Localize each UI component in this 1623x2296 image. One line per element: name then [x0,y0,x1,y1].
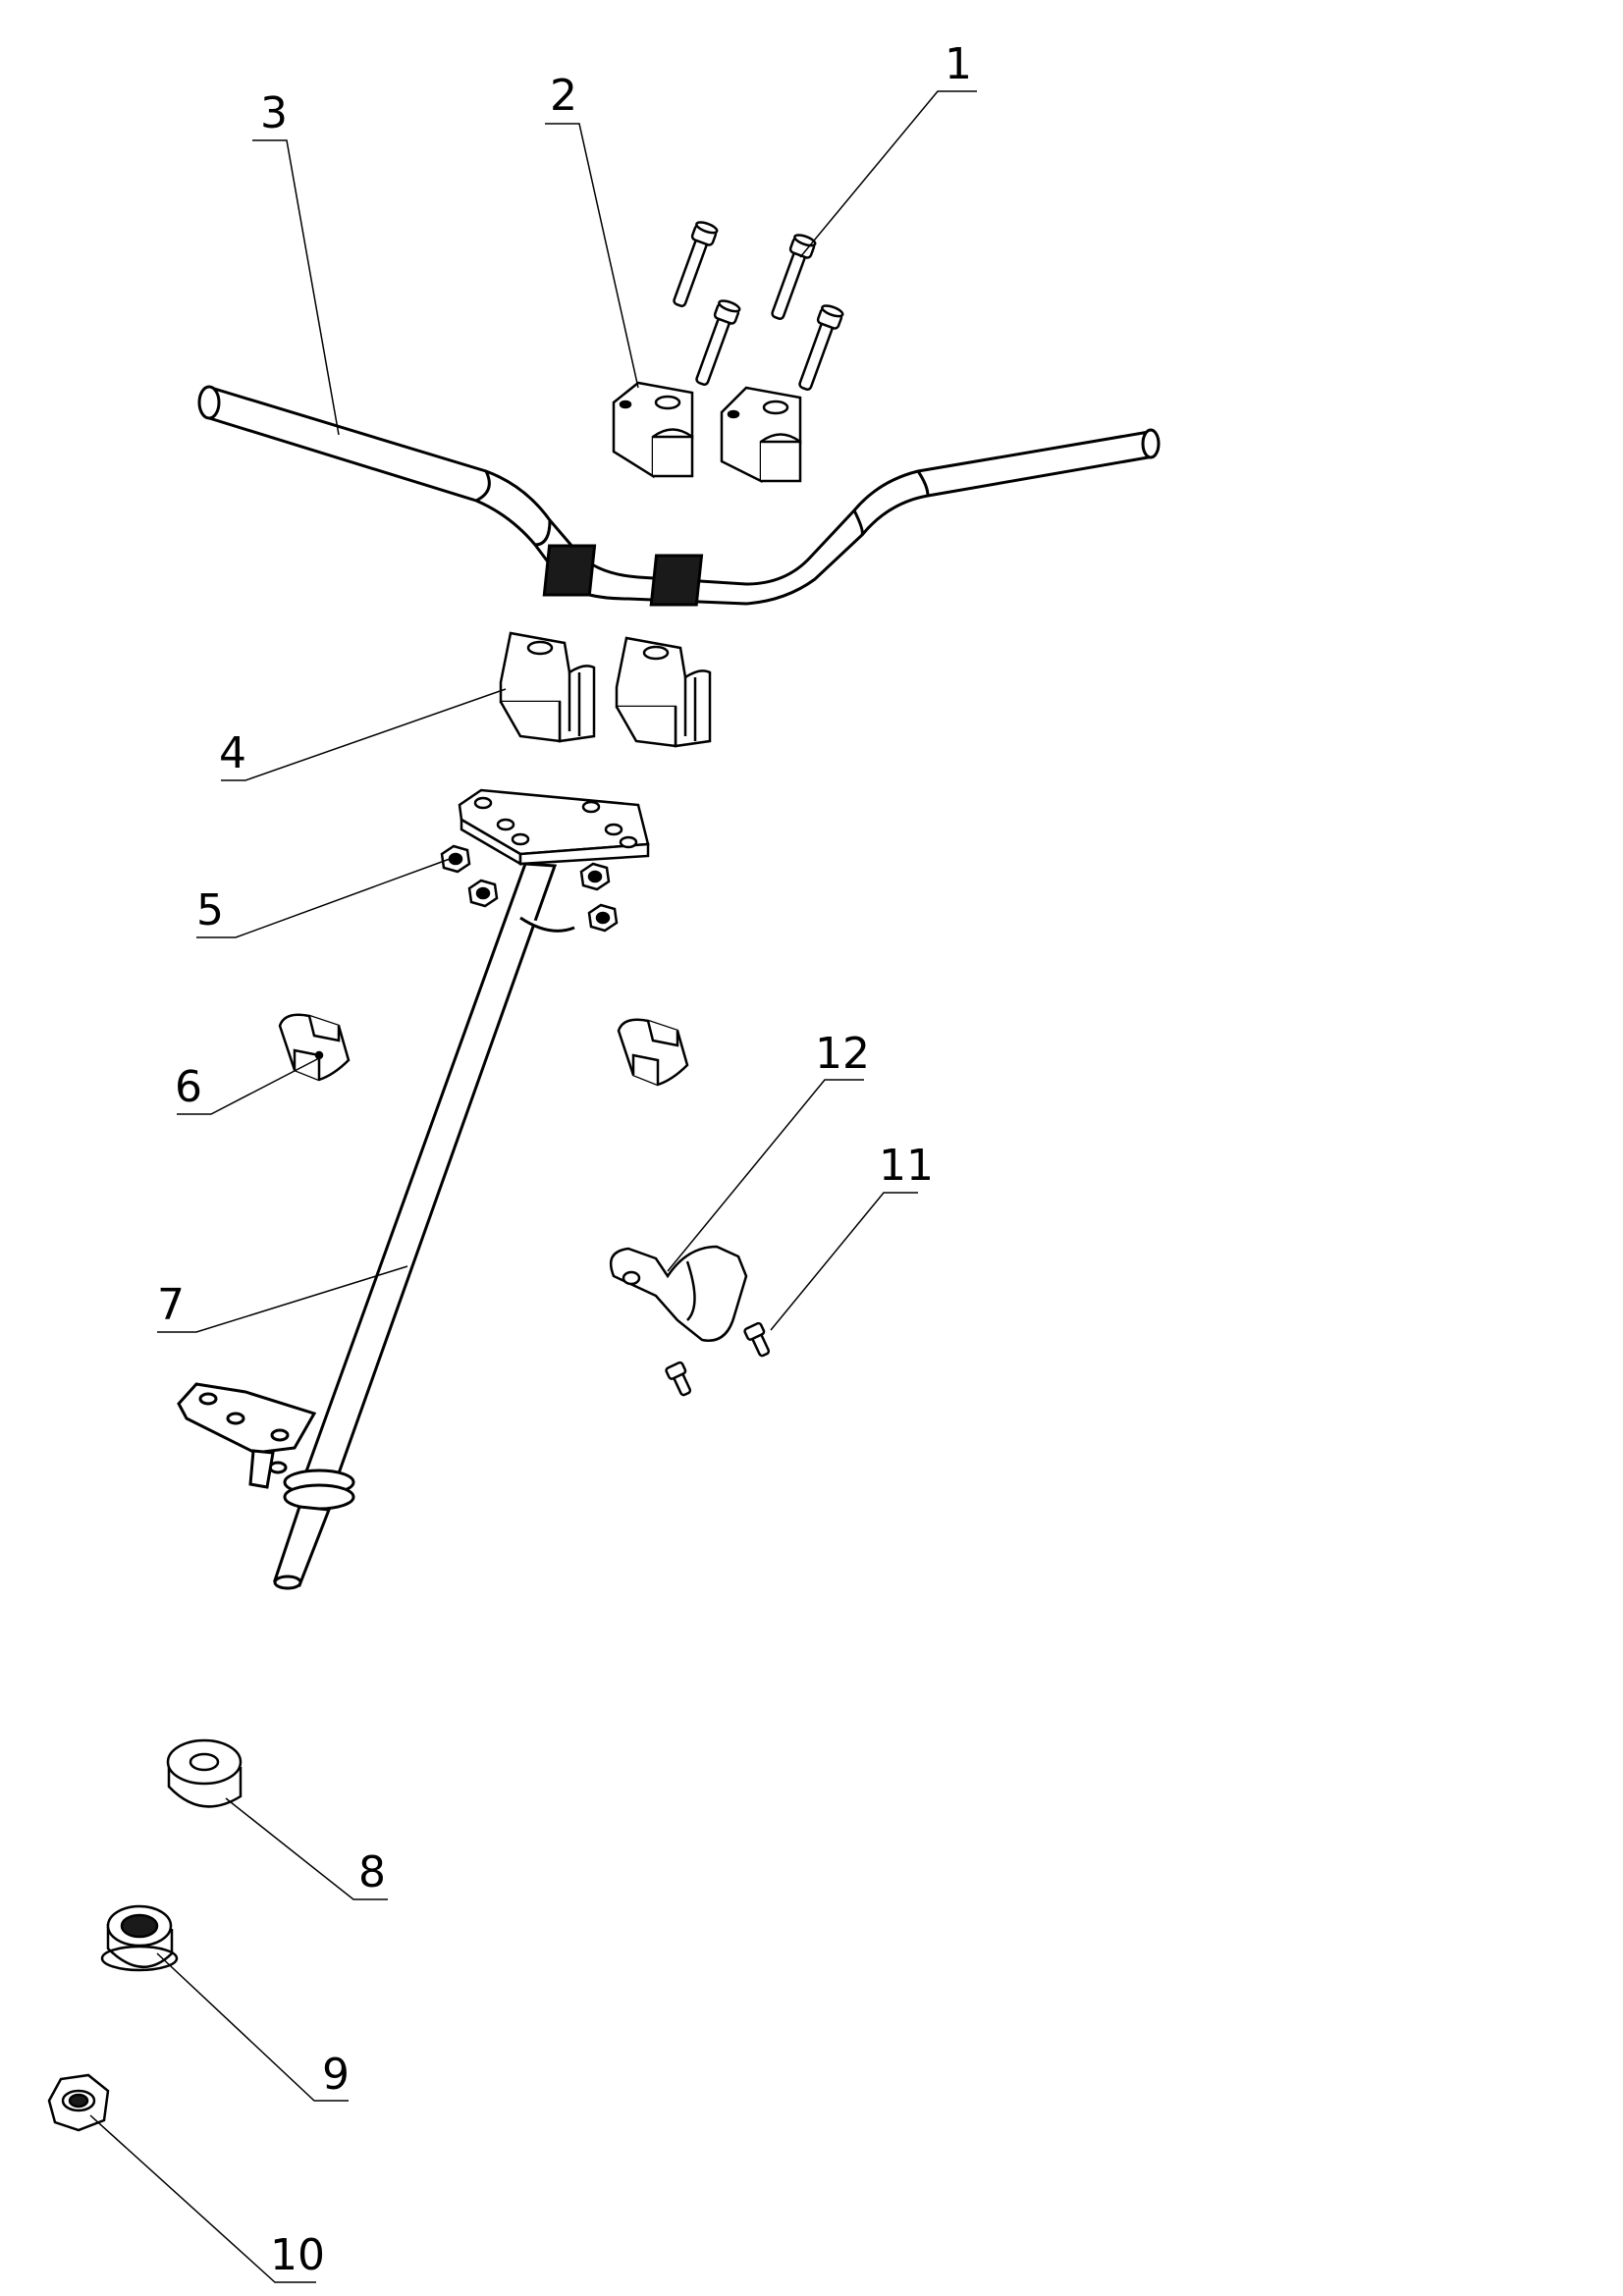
leader-12 [667,1079,864,1272]
leader-9 [156,1952,349,2102]
part-9-collar [102,1906,177,1970]
leader-6 [177,1057,320,1115]
part-10-hex-nut [49,2075,108,2130]
callout-10: 10 [270,2230,325,2280]
leader-3 [252,139,340,436]
leader-11 [770,1192,918,1331]
callout-4: 4 [219,728,246,778]
leader-7 [157,1265,408,1333]
leader-1 [799,90,977,258]
callout-labels: 1 2 3 4 5 6 7 8 9 10 11 12 [157,39,972,2280]
callout-6: 6 [175,1062,202,1112]
part-8-spacer-ring [168,1740,241,1806]
leader-4 [221,688,507,781]
leader-8 [225,1797,388,1900]
leader-lines [89,90,977,2283]
part-2-upper-clamps [614,383,800,481]
leader-10 [89,2114,316,2283]
leader-2 [545,123,639,389]
callout-7: 7 [157,1280,185,1330]
part-6-split-bushings [280,1015,687,1085]
callout-2: 2 [550,71,577,121]
callout-1: 1 [945,39,972,89]
part-7-steering-column [179,864,574,1588]
part-12-bracket-clamp [611,1247,746,1341]
part-4-lower-clamps [501,633,710,746]
part-11-screws [666,1322,774,1398]
part-1-bolts [669,220,844,392]
callout-12: 12 [815,1029,870,1079]
part-5-mount-plate-nuts [442,790,648,931]
callout-11: 11 [879,1141,934,1191]
callout-8: 8 [358,1847,386,1897]
callout-5: 5 [196,885,224,935]
callout-9: 9 [322,2050,350,2100]
part-3-handlebar [199,387,1159,605]
callout-3: 3 [260,88,288,138]
leader-5 [196,858,451,938]
